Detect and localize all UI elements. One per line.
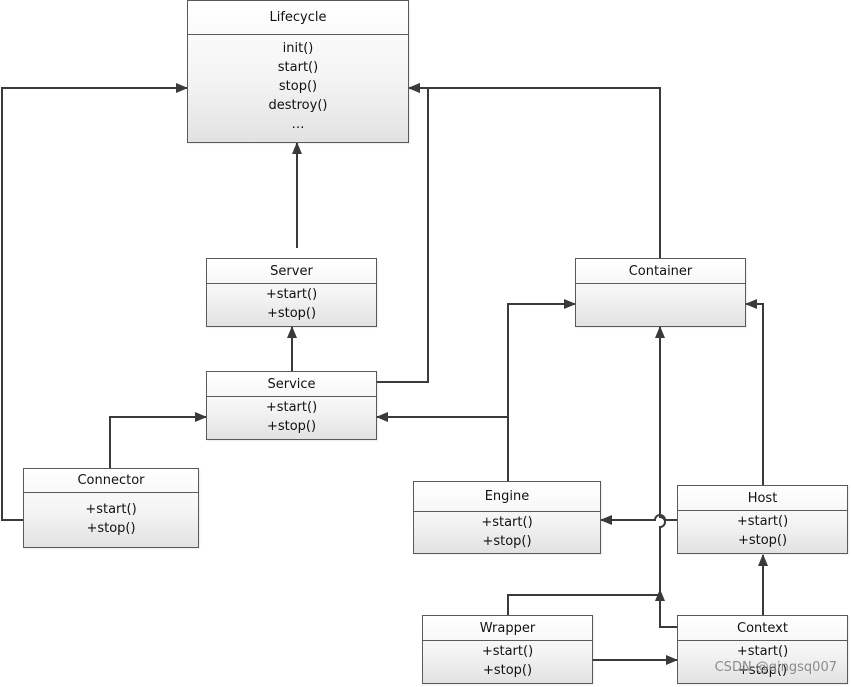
wrapper-to-container-arrow <box>507 589 665 615</box>
container-to-lifecycle-arrow <box>408 83 661 258</box>
server-class-methods: +start() +stop() <box>207 284 376 326</box>
method-stop: +stop() <box>482 534 532 549</box>
method-stop: +stop() <box>737 663 788 678</box>
connector-class-name: Connector <box>24 469 198 493</box>
method-start: +start() <box>736 514 789 529</box>
method-start: +start() <box>481 644 534 659</box>
host-class-methods: +start() +stop() <box>678 511 847 553</box>
method-stop: +stop() <box>266 306 317 321</box>
method-start: +start() <box>85 502 137 517</box>
method-init: init() <box>282 41 314 56</box>
method-start: +start() <box>736 644 789 659</box>
connector-class-methods: +start() +stop() <box>24 493 198 547</box>
method-start: +start() <box>481 515 533 530</box>
context-class: Context +start() +stop() <box>677 615 848 684</box>
method-stop: +stop() <box>737 533 788 548</box>
engine-class: Engine +start() +stop() <box>413 481 601 554</box>
lifecycle-class-name: Lifecycle <box>188 1 408 35</box>
method-start: +start() <box>265 287 318 302</box>
server-class-name: Server <box>207 259 376 284</box>
service-class-name: Service <box>207 372 376 397</box>
method-stop: +stop() <box>86 521 136 536</box>
method-start: +start() <box>265 400 318 415</box>
host-to-container-arrow <box>745 299 764 485</box>
lifecycle-class-methods: init() start() stop() destroy() … <box>188 35 408 142</box>
method-stop: +stop() <box>482 663 533 678</box>
container-class-name: Container <box>576 259 745 284</box>
method-stop: +stop() <box>266 419 317 434</box>
engine-class-methods: +start() +stop() <box>414 512 600 553</box>
service-class-methods: +start() +stop() <box>207 397 376 439</box>
method-destroy: destroy() <box>268 98 328 113</box>
host-to-engine-arrow <box>600 514 677 525</box>
wrapper-class-name: Wrapper <box>423 616 592 641</box>
service-class: Service +start() +stop() <box>206 371 377 440</box>
wrapper-class: Wrapper +start() +stop() <box>422 615 593 684</box>
method-ellipsis: … <box>291 117 305 132</box>
watermark: CSDN @qingsq007 <box>714 660 837 675</box>
context-to-container-arrow <box>655 326 677 628</box>
host-class: Host +start() +stop() <box>677 485 848 554</box>
context-class-methods: +start() +stop() <box>678 641 847 683</box>
connector-to-service-arrow <box>109 412 207 468</box>
connector-to-lifecycle-arrow <box>1 83 188 521</box>
engine-class-name: Engine <box>414 482 600 512</box>
container-class-methods <box>576 284 745 326</box>
host-class-name: Host <box>678 486 847 511</box>
engine-to-container-arrow <box>507 299 576 481</box>
context-class-name: Context <box>678 616 847 641</box>
lifecycle-class: Lifecycle init() start() stop() destroy(… <box>187 0 409 143</box>
method-start: start() <box>277 60 319 75</box>
method-stop: stop() <box>278 79 318 94</box>
wrapper-class-methods: +start() +stop() <box>423 641 592 683</box>
server-class: Server +start() +stop() <box>206 258 377 327</box>
connector-class: Connector +start() +stop() <box>23 468 199 548</box>
container-class: Container <box>575 258 746 327</box>
